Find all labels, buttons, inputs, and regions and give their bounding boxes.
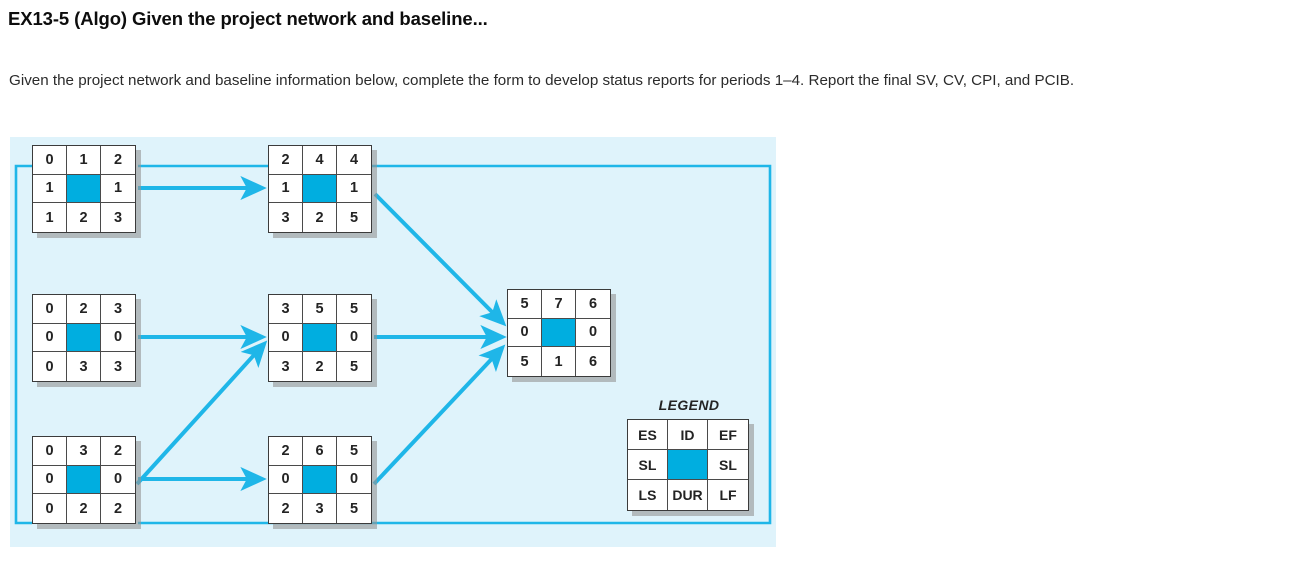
node-3-sl-left: 0 bbox=[33, 465, 67, 495]
node-1-dur: 2 bbox=[67, 203, 101, 232]
legend-ls: LS bbox=[628, 480, 668, 510]
node-2-id: 2 bbox=[67, 295, 101, 324]
legend-dur: DUR bbox=[668, 480, 708, 510]
node-3-id: 3 bbox=[67, 437, 101, 466]
node-7-sl-left: 0 bbox=[508, 318, 542, 348]
node-7-ls: 5 bbox=[508, 347, 542, 376]
node-2-center-fill bbox=[67, 323, 101, 353]
project-network-diagram: 0 1 2 1 1 1 2 3 2 4 4 1 1 3 2 5 0 2 3 0 … bbox=[10, 137, 776, 547]
node-6-id: 6 bbox=[303, 437, 337, 466]
node-7-lf: 6 bbox=[576, 347, 610, 376]
node-4-id: 4 bbox=[303, 146, 337, 175]
node-1-id: 1 bbox=[67, 146, 101, 175]
node-4-es: 2 bbox=[269, 146, 303, 175]
node-2-lf: 3 bbox=[101, 352, 135, 381]
network-connectors bbox=[14, 164, 772, 525]
node-5-dur: 2 bbox=[303, 352, 337, 381]
node-2-dur: 3 bbox=[67, 352, 101, 381]
node-1-ef: 2 bbox=[101, 146, 135, 175]
node-activity-7: 5 7 6 0 0 5 1 6 bbox=[507, 289, 611, 377]
node-activity-4: 2 4 4 1 1 3 2 5 bbox=[268, 145, 372, 233]
node-2-sl-right: 0 bbox=[101, 323, 135, 353]
node-activity-1: 0 1 2 1 1 1 2 3 bbox=[32, 145, 136, 233]
legend-lf: LF bbox=[708, 480, 748, 510]
node-2-es: 0 bbox=[33, 295, 67, 324]
node-2-ls: 0 bbox=[33, 352, 67, 381]
node-2-sl-left: 0 bbox=[33, 323, 67, 353]
node-1-es: 0 bbox=[33, 146, 67, 175]
node-6-ls: 2 bbox=[269, 494, 303, 523]
node-5-sl-right: 0 bbox=[337, 323, 371, 353]
node-5-ls: 3 bbox=[269, 352, 303, 381]
node-1-ls: 1 bbox=[33, 203, 67, 232]
node-5-id: 5 bbox=[303, 295, 337, 324]
node-3-ls: 0 bbox=[33, 494, 67, 523]
node-7-ef: 6 bbox=[576, 290, 610, 319]
node-3-ef: 2 bbox=[101, 437, 135, 466]
node-5-es: 3 bbox=[269, 295, 303, 324]
node-4-ef: 4 bbox=[337, 146, 371, 175]
node-4-lf: 5 bbox=[337, 203, 371, 232]
node-7-id: 7 bbox=[542, 290, 576, 319]
node-7-center-fill bbox=[542, 318, 576, 348]
question-description: Given the project network and baseline i… bbox=[9, 72, 1075, 89]
page-title: EX13-5 (Algo) Given the project network … bbox=[8, 8, 488, 29]
node-2-ef: 3 bbox=[101, 295, 135, 324]
node-6-sl-right: 0 bbox=[337, 465, 371, 495]
node-7-dur: 1 bbox=[542, 347, 576, 376]
legend-sl-right: SL bbox=[708, 450, 748, 480]
node-6-lf: 5 bbox=[337, 494, 371, 523]
node-4-ls: 3 bbox=[269, 203, 303, 232]
node-3-lf: 2 bbox=[101, 494, 135, 523]
node-3-center-fill bbox=[67, 465, 101, 495]
node-activity-6: 2 6 5 0 0 2 3 5 bbox=[268, 436, 372, 524]
legend-es: ES bbox=[628, 420, 668, 450]
node-4-sl-left: 1 bbox=[269, 174, 303, 204]
legend-title: LEGEND bbox=[658, 397, 720, 413]
node-activity-5: 3 5 5 0 0 3 2 5 bbox=[268, 294, 372, 382]
node-6-ef: 5 bbox=[337, 437, 371, 466]
legend-ef: EF bbox=[708, 420, 748, 450]
legend-sl-left: SL bbox=[628, 450, 668, 480]
node-3-es: 0 bbox=[33, 437, 67, 466]
node-5-lf: 5 bbox=[337, 352, 371, 381]
node-4-sl-right: 1 bbox=[337, 174, 371, 204]
node-4-dur: 2 bbox=[303, 203, 337, 232]
node-5-sl-left: 0 bbox=[269, 323, 303, 353]
node-1-center-fill bbox=[67, 174, 101, 204]
node-1-lf: 3 bbox=[101, 203, 135, 232]
node-6-dur: 3 bbox=[303, 494, 337, 523]
node-4-center-fill bbox=[303, 174, 337, 204]
node-1-sl-right: 1 bbox=[101, 174, 135, 204]
node-6-es: 2 bbox=[269, 437, 303, 466]
node-5-ef: 5 bbox=[337, 295, 371, 324]
legend-id: ID bbox=[668, 420, 708, 450]
node-3-dur: 2 bbox=[67, 494, 101, 523]
node-5-center-fill bbox=[303, 323, 337, 353]
node-3-sl-right: 0 bbox=[101, 465, 135, 495]
node-activity-3: 0 3 2 0 0 0 2 2 bbox=[32, 436, 136, 524]
node-6-center-fill bbox=[303, 465, 337, 495]
node-6-sl-left: 0 bbox=[269, 465, 303, 495]
node-7-sl-right: 0 bbox=[576, 318, 610, 348]
node-7-es: 5 bbox=[508, 290, 542, 319]
node-1-sl-left: 1 bbox=[33, 174, 67, 204]
legend-center-fill bbox=[668, 450, 708, 480]
node-activity-2: 0 2 3 0 0 0 3 3 bbox=[32, 294, 136, 382]
legend-box: ES ID EF SL SL LS DUR LF bbox=[627, 419, 749, 511]
